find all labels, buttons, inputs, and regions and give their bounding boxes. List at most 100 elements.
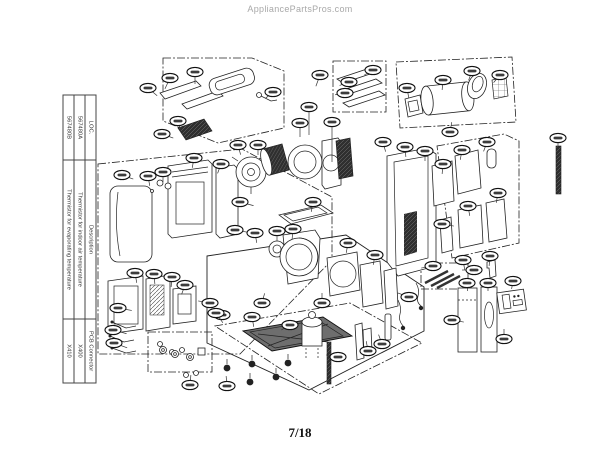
part-callout: [218, 376, 236, 392]
remote-control: [501, 293, 512, 310]
fastener-parts: [159, 346, 206, 361]
part-callout: [335, 87, 354, 99]
back-panel-and-filters: [386, 145, 562, 279]
part-callout: [176, 279, 194, 295]
exhaust-hose-assembly: [404, 73, 509, 118]
support-rod: [555, 145, 562, 195]
part-callout: [163, 271, 181, 287]
part-callout: [421, 260, 442, 272]
part-callout: [323, 116, 341, 162]
table-row: 567480B Thermistor for evaporating tempe…: [63, 95, 74, 383]
part-callout: [491, 69, 509, 83]
part-callout: [304, 196, 322, 212]
part-callout: [264, 86, 282, 99]
col-header-loc: LOC.: [85, 95, 96, 160]
part-callout: [153, 128, 174, 140]
part-callout: [300, 101, 318, 135]
watermark-text: AppliancePartsPros.com: [247, 4, 353, 14]
top-cover-parts: [159, 67, 278, 141]
support-rod: [326, 341, 332, 385]
part-callout: [434, 74, 452, 90]
thermistor-sensor: [400, 325, 406, 331]
part-callout: [139, 170, 157, 186]
latch-part: [256, 92, 262, 98]
front-panel: [167, 159, 213, 239]
part-callout: [139, 82, 158, 96]
fan-orifice: [326, 251, 361, 297]
part-callout: [226, 224, 249, 236]
window-slider-panel: [480, 286, 498, 353]
mesh-filter: [485, 198, 508, 243]
part-callout: [253, 293, 271, 309]
part-callout: [104, 324, 127, 336]
part-callout: [495, 329, 513, 345]
part-callout: [398, 82, 416, 98]
condensate-pump: [301, 311, 323, 360]
cell-loc: 567480A: [74, 95, 85, 160]
drain-tray: [278, 204, 334, 225]
cell-connector: X410: [63, 319, 74, 383]
part-callout: [229, 139, 247, 155]
control-box-assembly: [107, 274, 199, 378]
part-callout: [249, 139, 267, 155]
hose-nozzle: [467, 73, 487, 99]
part-callout: [311, 69, 329, 87]
part-callout: [105, 337, 128, 349]
base-pan-assembly: [223, 311, 392, 386]
thermistor-wires: [397, 282, 424, 331]
part-callout: [169, 115, 187, 131]
part-callout: [416, 145, 434, 161]
part-callout: [458, 277, 476, 292]
part-callout: [154, 166, 172, 182]
part-callout: [434, 158, 452, 174]
part-callout: [459, 200, 477, 216]
part-callout: [366, 249, 384, 265]
part-callout: [478, 136, 496, 152]
upper-blower-assembly: [231, 137, 354, 225]
part-callout: [359, 341, 377, 357]
part-callout: [443, 314, 464, 326]
part-callout: [243, 311, 261, 327]
table-row: 567480A Thermistor for indoor air temper…: [74, 95, 85, 383]
part-callout: [207, 307, 225, 324]
part-callout: [313, 293, 331, 309]
blower-wheel: [260, 143, 290, 176]
part-callout: [373, 334, 391, 350]
handle-part: [486, 148, 497, 169]
door-panel: [109, 185, 153, 263]
part-callout: [462, 264, 483, 276]
page-number: 7/18: [288, 425, 312, 440]
part-callout: [212, 158, 230, 174]
cell-description: Thermistor for evaporating temperature: [63, 160, 74, 319]
screw-pack: [424, 269, 461, 290]
part-callout: [339, 76, 358, 88]
air-filter: [457, 204, 484, 249]
part-callout: [246, 227, 264, 243]
box-cover: [172, 285, 197, 325]
part-callout: [481, 250, 499, 266]
part-callout: [231, 196, 254, 208]
mesh-filter: [454, 149, 482, 195]
part-callout: [126, 267, 144, 283]
part-callout: [479, 277, 497, 291]
exhaust-hose: [420, 81, 475, 116]
part-callout: [291, 117, 309, 137]
part-callout: [463, 65, 481, 81]
part-callout: [109, 302, 132, 314]
part-callout: [364, 64, 382, 76]
part-callout: [181, 375, 199, 391]
part-callout: [185, 152, 203, 168]
part-callout: [186, 66, 204, 84]
part-callout: [504, 275, 522, 289]
window-kit-parts: [457, 286, 527, 353]
part-callout: [198, 297, 219, 309]
part-callout: [284, 223, 302, 239]
table-header-row: LOC. Description PCB Connector: [85, 95, 96, 383]
part-callout: [441, 122, 459, 138]
part-callout: [374, 136, 392, 152]
part-callout: [433, 218, 454, 230]
part-callout: [396, 141, 414, 157]
part-callout: [145, 268, 163, 284]
